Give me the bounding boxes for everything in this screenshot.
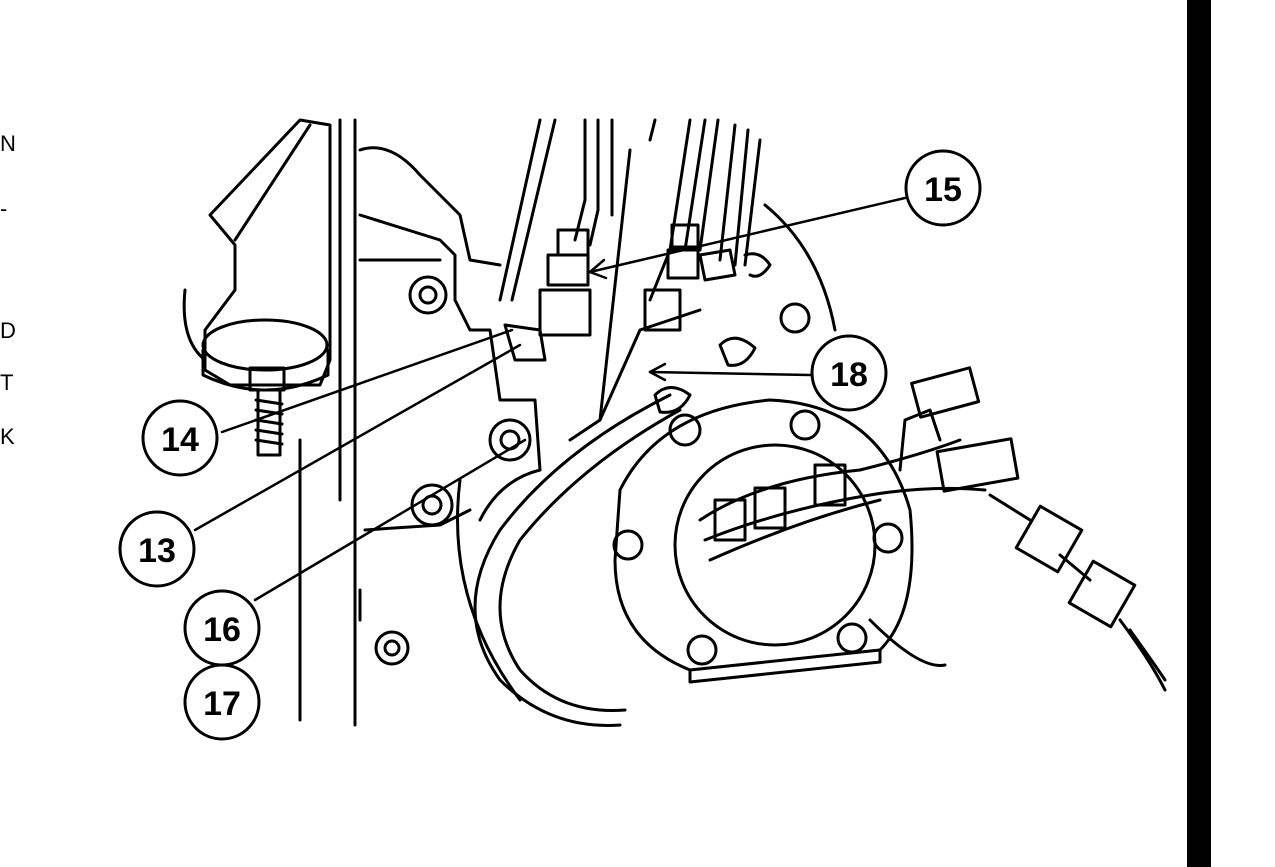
left-mount-bracket: [182, 118, 332, 392]
callout-label-18: 18: [830, 356, 868, 394]
callout-14: 14: [141, 399, 219, 477]
callout-label-14: 14: [161, 421, 199, 459]
engine-block: [358, 146, 542, 622]
callout-label-13: 13: [138, 532, 176, 570]
engine-bolts: [374, 275, 811, 666]
callout-label-17: 17: [203, 685, 241, 723]
mount-bolt: [248, 366, 286, 457]
edge-letter-2: -: [0, 196, 8, 221]
leader-14: [220, 328, 514, 434]
edge-letter-1: N: [0, 131, 16, 156]
edge-letter-4: T: [0, 370, 14, 395]
leader-15: [588, 196, 907, 274]
fittings: [503, 223, 772, 367]
callout-13: 13: [118, 510, 196, 588]
cover-plate: [612, 398, 914, 684]
edge-letter-5: K: [0, 424, 15, 449]
wiring-harness: [698, 366, 1167, 692]
callout-15: 15: [904, 149, 982, 227]
hose: [473, 386, 692, 727]
callout-17: 17: [183, 663, 261, 741]
callout-label-16: 16: [203, 611, 241, 649]
edge-letter-3: D: [0, 318, 16, 343]
leader-lines: [193, 196, 907, 602]
frame-rails: [298, 118, 357, 727]
outline-arcs: [456, 203, 947, 702]
leader-16: [253, 438, 527, 602]
page-edge-bar: [1187, 0, 1211, 867]
fuel-lines: [498, 118, 762, 442]
callout-label-15: 15: [924, 171, 962, 209]
callout-18: 18: [810, 334, 888, 412]
leader-13: [193, 343, 522, 532]
callout-16: 16: [183, 589, 261, 667]
leader-18: [648, 370, 812, 377]
